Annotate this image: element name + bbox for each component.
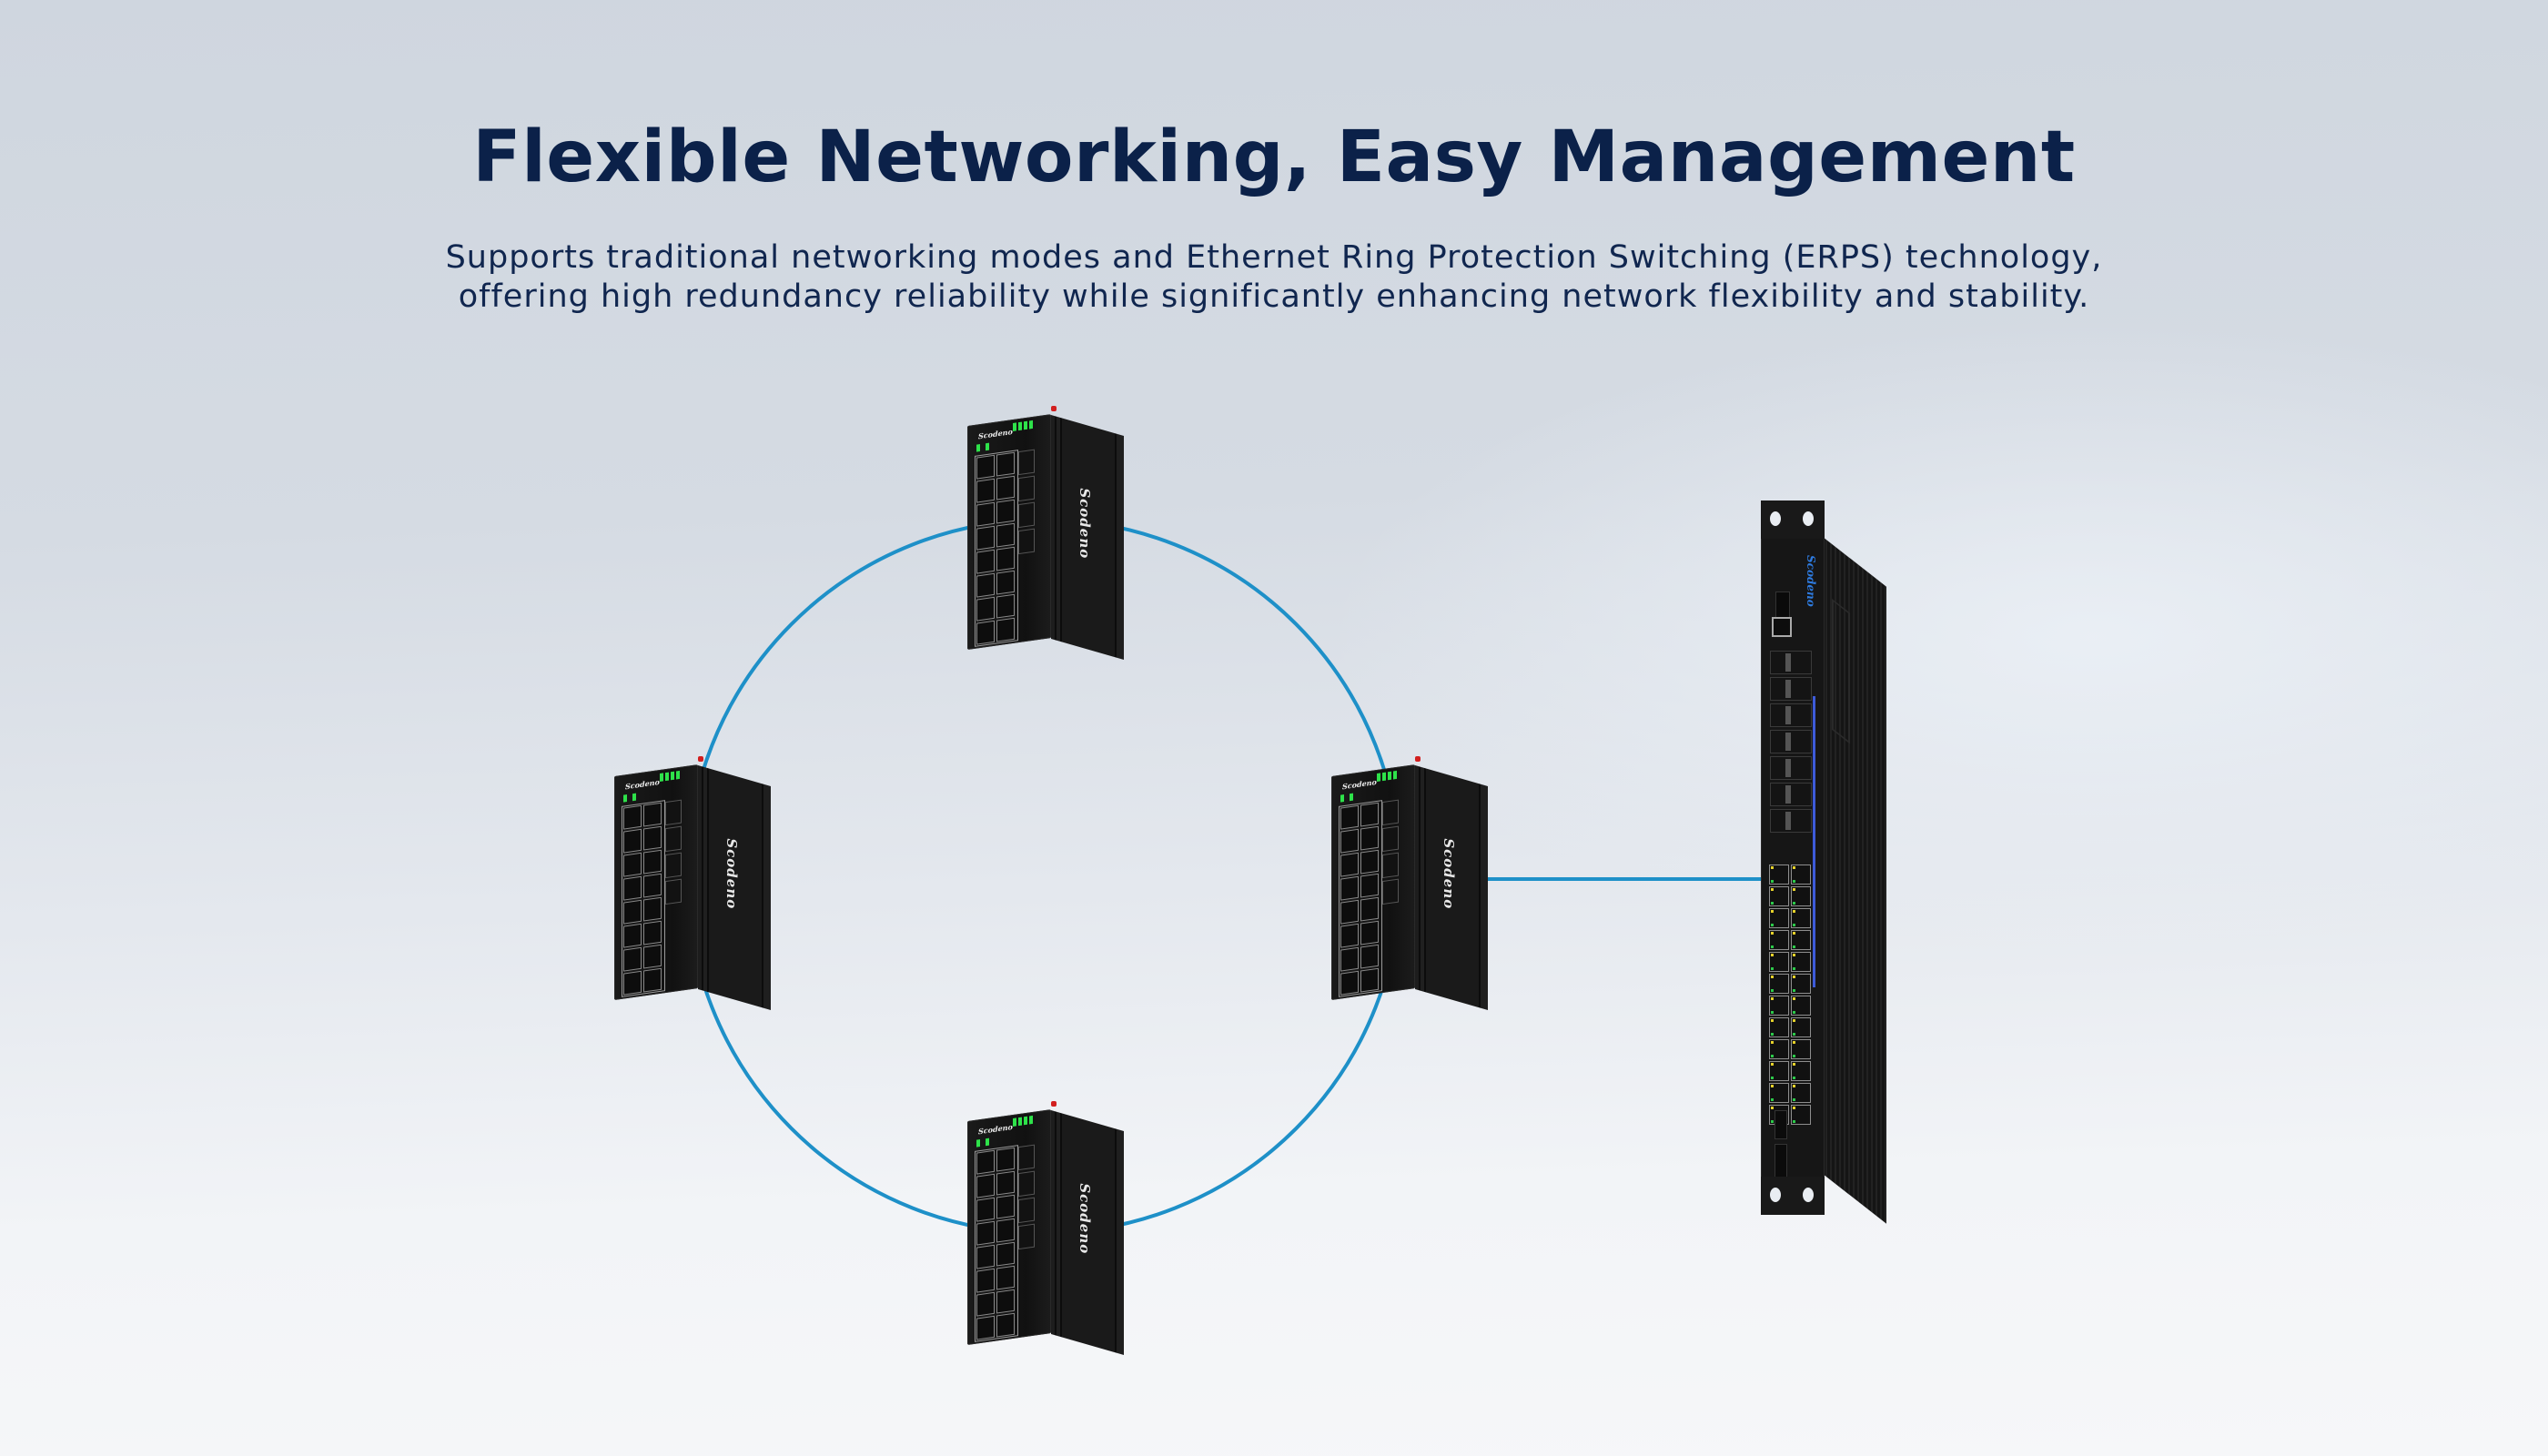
rack-switch: Scodeno <box>1761 500 1888 1224</box>
switch-logo: Scodeno <box>625 776 660 792</box>
switch-side-brand: Scodeno <box>1077 1183 1093 1255</box>
switch-front-panel: Scodeno <box>1331 764 1415 1000</box>
subtitle-line-2: offering high redundancy reliability whi… <box>458 278 2090 315</box>
power-input-2 <box>1774 1144 1787 1178</box>
red-indicator-icon <box>1415 756 1421 762</box>
alarm-terminal <box>1775 592 1790 619</box>
rack-switch-heatsink <box>1823 537 1886 1224</box>
switch-side-panel: Scodeno <box>1051 1110 1124 1355</box>
power-leds <box>976 1138 989 1148</box>
status-leds <box>1377 770 1397 782</box>
rj45-ports <box>1339 800 1382 997</box>
ring-switch-left: Scodeno Scodeno <box>614 756 771 1010</box>
status-leds <box>1013 1115 1033 1127</box>
power-input-1 <box>1774 1110 1787 1139</box>
ring-switch-right: Scodeno Scodeno <box>1331 756 1488 1010</box>
red-indicator-icon <box>1051 406 1057 411</box>
switch-front-panel: Scodeno <box>967 414 1051 650</box>
power-leds <box>1340 793 1353 803</box>
sfp-ports <box>1018 449 1035 555</box>
page-title: Flexible Networking, Easy Management <box>472 116 2076 198</box>
switch-side-brand: Scodeno <box>1077 488 1093 560</box>
rack-switch-brand: Scodeno <box>1805 555 1817 607</box>
rack-switch-front-panel: Scodeno <box>1761 500 1825 1215</box>
rack-rj45-ports <box>1769 864 1813 1125</box>
rack-ear-bottom <box>1761 1177 1825 1215</box>
switch-side-brand: Scodeno <box>1441 838 1457 910</box>
power-leds <box>623 793 636 803</box>
rack-ear-top <box>1761 500 1825 539</box>
switch-logo: Scodeno <box>978 1121 1013 1137</box>
rack-sfp-ports <box>1770 651 1812 833</box>
switch-side-brand: Scodeno <box>723 838 740 910</box>
console-port <box>1772 617 1792 637</box>
rj45-ports <box>975 1145 1018 1342</box>
sfp-ports <box>1018 1144 1035 1250</box>
status-leds <box>1013 420 1033 431</box>
power-leds <box>976 442 989 452</box>
switch-logo: Scodeno <box>1342 776 1377 792</box>
switch-front-panel: Scodeno <box>614 764 698 1000</box>
ring-switch-bottom: Scodeno Scodeno <box>967 1101 1124 1355</box>
status-leds <box>660 770 680 782</box>
ring-switch-top: Scodeno Scodeno <box>967 406 1124 660</box>
switch-side-panel: Scodeno <box>698 765 771 1010</box>
page-subtitle: Supports traditional networking modes an… <box>0 238 2548 317</box>
switch-front-panel: Scodeno <box>967 1109 1051 1345</box>
switch-logo: Scodeno <box>978 426 1013 441</box>
sfp-ports <box>1382 799 1399 905</box>
port-label-strip <box>1813 696 1815 987</box>
red-indicator-icon <box>1051 1101 1057 1107</box>
rj45-ports <box>975 450 1018 647</box>
switch-side-panel: Scodeno <box>1051 415 1124 660</box>
sfp-ports <box>665 799 682 905</box>
subtitle-line-1: Supports traditional networking modes an… <box>445 239 2103 276</box>
rj45-ports <box>622 800 665 997</box>
red-indicator-icon <box>698 756 703 762</box>
switch-side-panel: Scodeno <box>1415 765 1488 1010</box>
